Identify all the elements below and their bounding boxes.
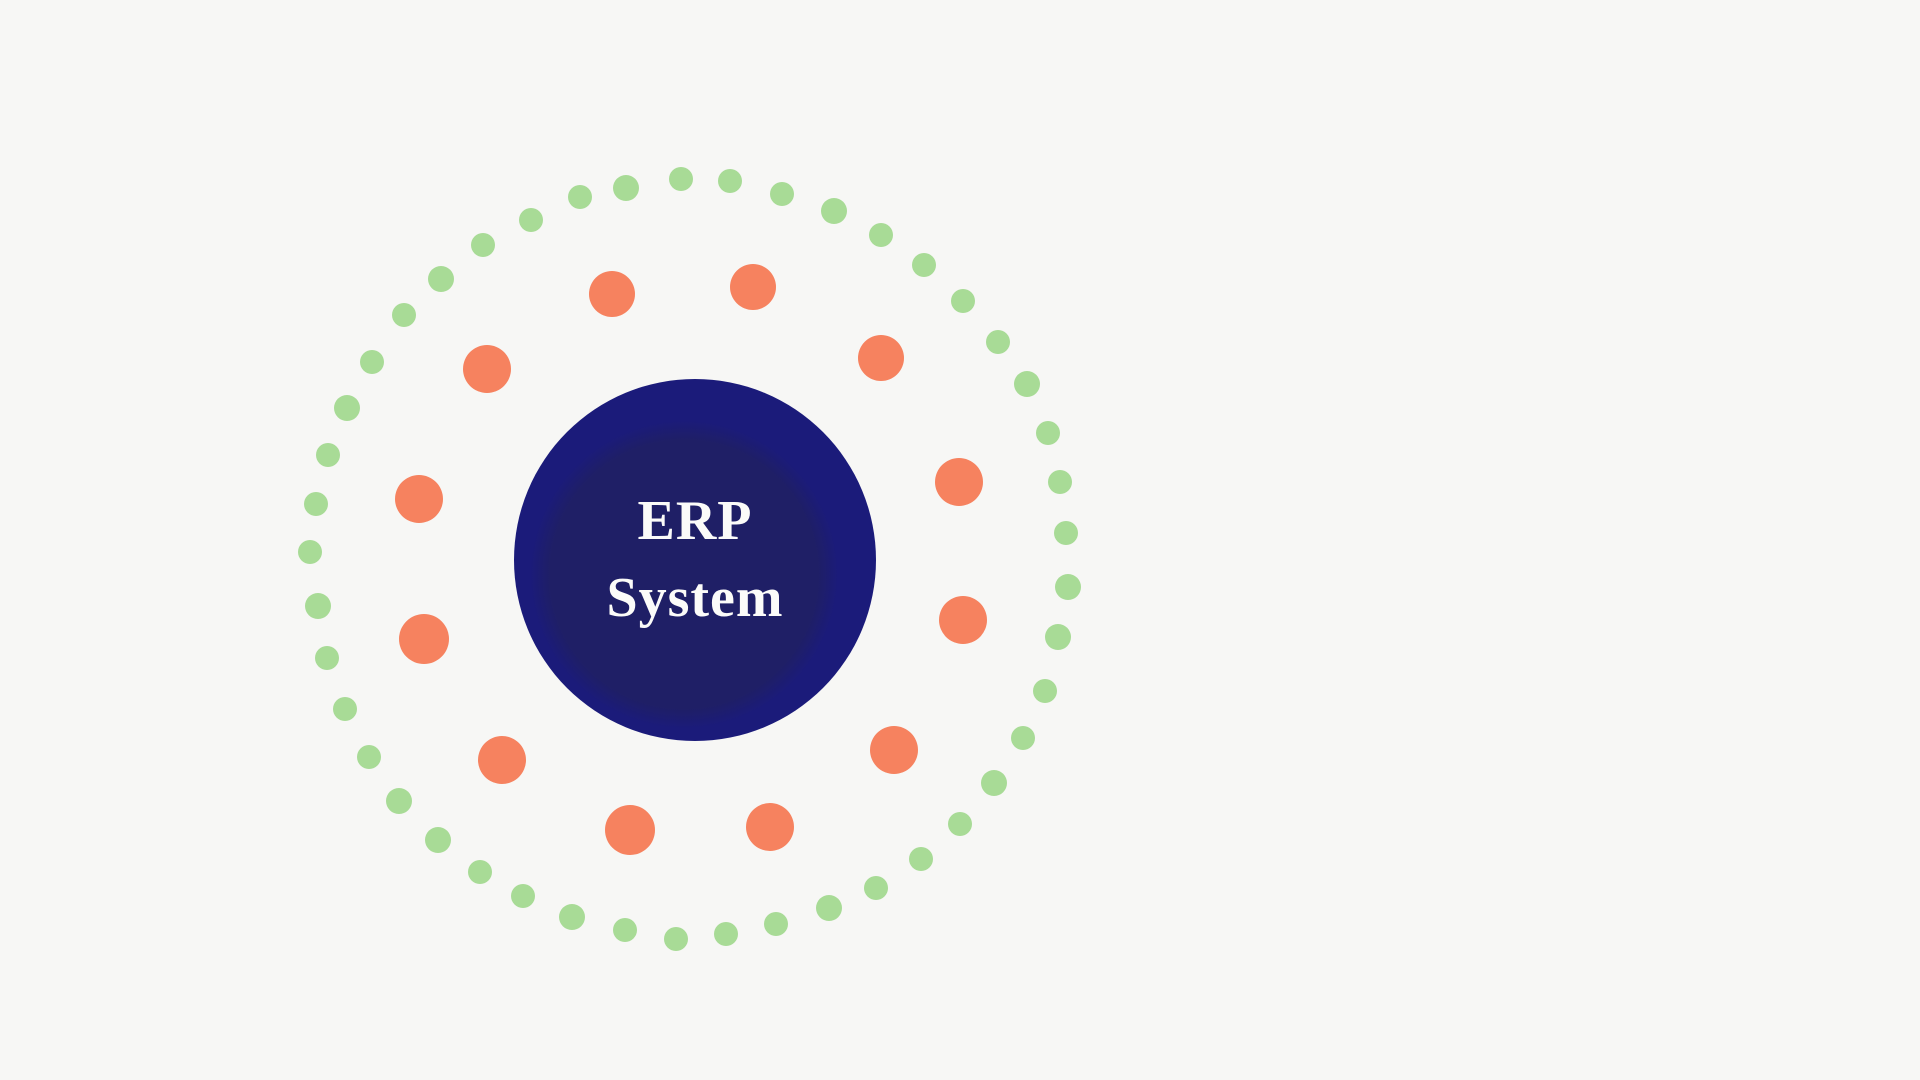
green-dot [1011,726,1035,750]
orange-dot [589,271,635,317]
green-dot [298,540,322,564]
green-dot [304,492,328,516]
green-dot [869,223,893,247]
green-dot [519,208,543,232]
green-dot [664,927,688,951]
green-dot [912,253,936,277]
green-dot [1048,470,1072,494]
green-dot [718,169,742,193]
orange-dot [939,596,987,644]
green-dot [948,812,972,836]
green-dot [559,904,585,930]
green-dot [1055,574,1081,600]
green-dot [951,289,975,313]
green-dot [770,182,794,206]
orange-dot [746,803,794,851]
green-dot [1014,371,1040,397]
green-dot [511,884,535,908]
green-dot [568,185,592,209]
green-dot [425,827,451,853]
orange-dot [478,736,526,784]
green-dot [909,847,933,871]
green-dot [669,167,693,191]
green-dot [1045,624,1071,650]
erp-label-line1: ERP [637,490,753,552]
orange-dot [730,264,776,310]
green-dot [386,788,412,814]
green-dot [864,876,888,900]
erp-system-circle: ERP System [514,379,876,741]
orange-dot [605,805,655,855]
green-dot [357,745,381,769]
green-dot [315,646,339,670]
green-dot [613,175,639,201]
green-dot [1054,521,1078,545]
green-dot [305,593,331,619]
green-dot [1036,421,1060,445]
orange-dot [395,475,443,523]
green-dot [468,860,492,884]
green-dot [428,266,454,292]
green-dot [764,912,788,936]
green-dot [360,350,384,374]
orange-dot [935,458,983,506]
green-dot [816,895,842,921]
green-dot [333,697,357,721]
green-dot [821,198,847,224]
green-dot [334,395,360,421]
orange-dot [463,345,511,393]
green-dot [471,233,495,257]
orange-dot [870,726,918,774]
orange-dot [858,335,904,381]
erp-label-line2: System [606,567,784,629]
orange-dot [399,614,449,664]
green-dot [316,443,340,467]
green-dot [1033,679,1057,703]
green-dot [392,303,416,327]
green-dot [714,922,738,946]
green-dot [981,770,1007,796]
green-dot [986,330,1010,354]
green-dot [613,918,637,942]
